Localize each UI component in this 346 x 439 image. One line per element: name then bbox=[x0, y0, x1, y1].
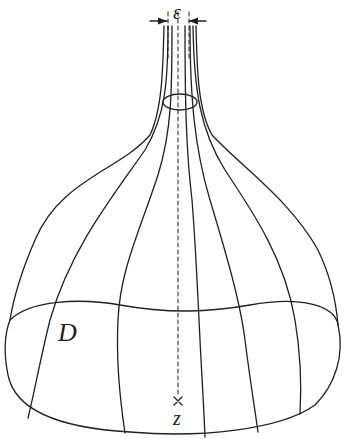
field-line bbox=[190, 26, 258, 432]
epsilon-arrow bbox=[150, 20, 167, 21]
field-line bbox=[185, 26, 205, 437]
region-label: D bbox=[58, 320, 77, 346]
region-outline bbox=[5, 301, 340, 434]
outline bbox=[196, 26, 338, 325]
epsilon-label: ε bbox=[173, 2, 181, 22]
point-label: z bbox=[173, 408, 181, 428]
outline bbox=[10, 26, 164, 320]
point-marker bbox=[174, 397, 182, 405]
field-line bbox=[193, 26, 301, 414]
epsilon-arrow bbox=[189, 20, 206, 21]
field-line bbox=[117, 26, 172, 433]
field-line bbox=[28, 26, 168, 418]
